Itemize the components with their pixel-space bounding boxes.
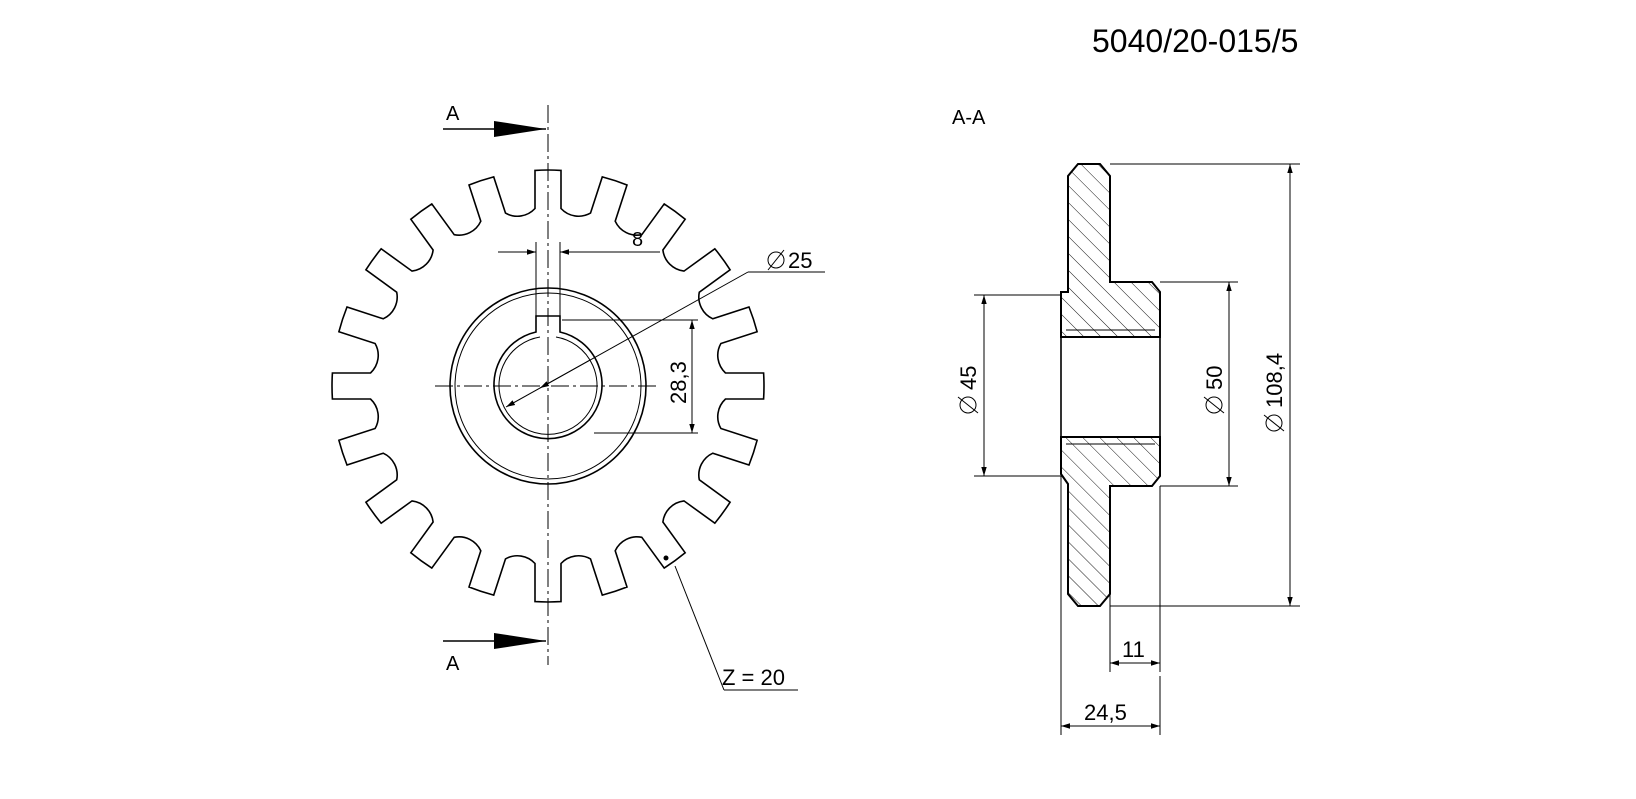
dim-key-width: 8 — [632, 229, 643, 251]
diameter-symbol-25 — [767, 249, 785, 271]
dim-25-inner-arrow — [539, 359, 591, 389]
section-title: A-A — [952, 107, 986, 129]
part-number: 5040/20-015/5 — [1092, 23, 1298, 59]
dim-hub-length: 24,5 — [1084, 700, 1127, 725]
section-mark-bottom: A — [446, 653, 460, 675]
teeth-count-note: Z = 20 — [722, 665, 785, 690]
teeth-leader-dot — [663, 555, 669, 561]
diameter-symbol-50 — [1203, 396, 1225, 414]
section-arrowhead-top — [494, 121, 546, 137]
bore-keyway-outline — [493, 315, 603, 440]
dim-bore-diameter: 25 — [788, 248, 812, 273]
dim-hub-outer-diameter: 50 — [1202, 366, 1227, 390]
section-lower-hatched — [1060, 436, 1161, 607]
dim-outer-diameter: 108,4 — [1262, 353, 1287, 408]
dim-keyway-height: 28,3 — [666, 361, 691, 404]
sprocket-teeth-outline — [331, 169, 765, 603]
section-bore — [1060, 336, 1161, 438]
dim-hub-inner-diameter: 45 — [956, 366, 981, 390]
section-view: A-A 45 50 10 — [952, 107, 1300, 735]
dim-tooth-width: 11 — [1122, 637, 1145, 662]
section-mark-top: A — [446, 103, 460, 125]
section-arrowhead-bottom — [494, 633, 546, 649]
diameter-symbol-108 — [1263, 414, 1285, 432]
teeth-leader-line — [674, 565, 725, 691]
diameter-symbol-45 — [957, 396, 979, 414]
front-view: A A 8 25 28,3 Z = 20 — [331, 103, 825, 691]
section-upper-hatched — [1060, 163, 1161, 338]
